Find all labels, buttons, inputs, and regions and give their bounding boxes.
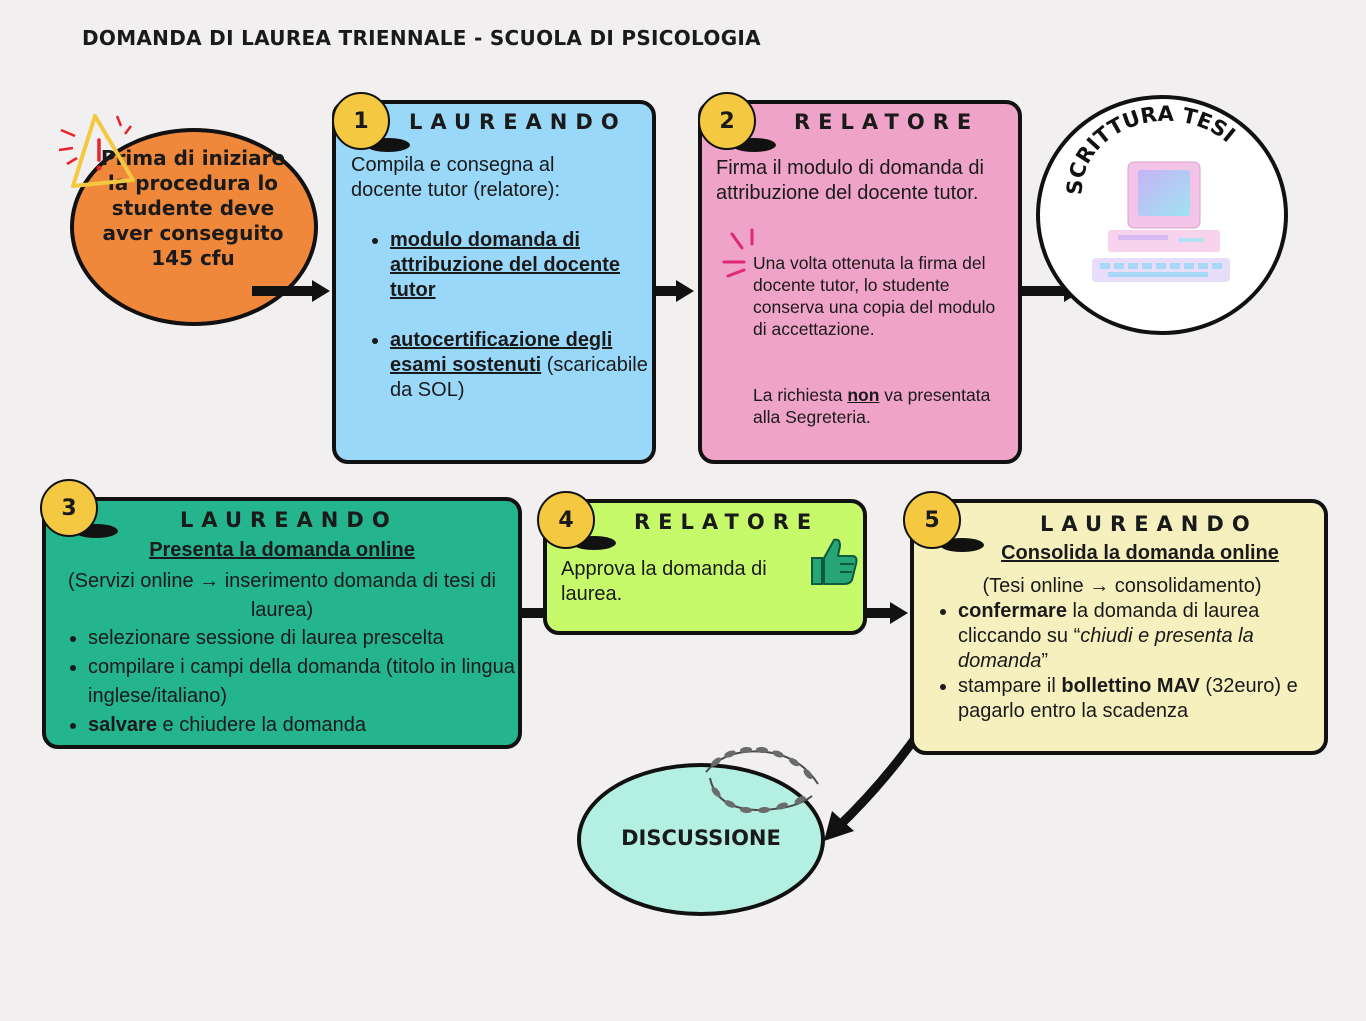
step1-intro: Compila e consegna al docente tutor (rel… (351, 154, 560, 201)
discussion-oval (577, 763, 825, 916)
sparkle-icon (722, 228, 754, 278)
step1-item2: autocertificazione degli esami sostenuti… (390, 328, 648, 403)
step1-item1: modulo domanda di attribuzione del docen… (390, 228, 648, 303)
step2-intro: Firma il modulo di domanda di attribuzio… (716, 157, 984, 204)
step4-text: Approva la domanda di laurea. (561, 558, 767, 605)
step2-note2: La richiesta non va presentata alla Segr… (753, 385, 991, 427)
computer-icon (1092, 161, 1230, 282)
step2-note: Una volta ottenuta la firma del docente … (753, 253, 996, 339)
step4-badge: 4 (537, 491, 595, 549)
step3-badge: 3 (40, 479, 98, 537)
step3-box (42, 497, 522, 749)
step5-subtitle: Consolida la domanda online (1001, 542, 1279, 564)
step5-path: (Tesi online → consolidamento) (982, 575, 1262, 597)
step1-box (332, 100, 656, 464)
step2-badge: 2 (698, 92, 756, 150)
step3-list: selezionare sessione di laurea prescelta… (66, 624, 516, 740)
step1-badge: 1 (332, 92, 390, 150)
step3-item2: compilare i campi della domanda (titolo … (88, 653, 516, 711)
step2-box (698, 100, 1022, 464)
discussion-label: DISCUSSIONE (621, 826, 781, 850)
start-text: Prima di iniziare la procedura lo studen… (100, 146, 286, 270)
step5-item2: stampare il bollettino MAV (32euro) e pa… (958, 674, 1312, 724)
step5-list: confermare la domanda di laurea cliccand… (936, 599, 1312, 724)
step1-list: modulo domanda di attribuzione del docen… (368, 228, 648, 403)
step3-item3: salvare e chiudere la domanda (88, 711, 516, 740)
step3-subtitle: Presenta la domanda online (149, 539, 415, 561)
page-title: DOMANDA DI LAUREA TRIENNALE - SCUOLA DI … (82, 26, 761, 50)
start-oval (70, 128, 318, 326)
thumbs-up-icon (811, 538, 858, 585)
step5-item1: confermare la domanda di laurea cliccand… (958, 599, 1312, 674)
arrow-start-to-1 (252, 280, 330, 302)
step3-role: LAUREANDO (180, 508, 398, 532)
step3-item1: selezionare sessione di laurea prescelta (88, 624, 516, 653)
warning-triangle-icon (58, 114, 135, 188)
step2-role: RELATORE (794, 110, 980, 134)
step5-badge: 5 (903, 491, 961, 549)
step1-role: LAUREANDO (409, 110, 627, 134)
step3-path: (Servizi online → inserimento domanda di… (68, 570, 496, 621)
step4-role: RELATORE (634, 510, 820, 534)
step5-role: LAUREANDO (1040, 512, 1258, 536)
laurel-wreath-icon (705, 746, 819, 814)
